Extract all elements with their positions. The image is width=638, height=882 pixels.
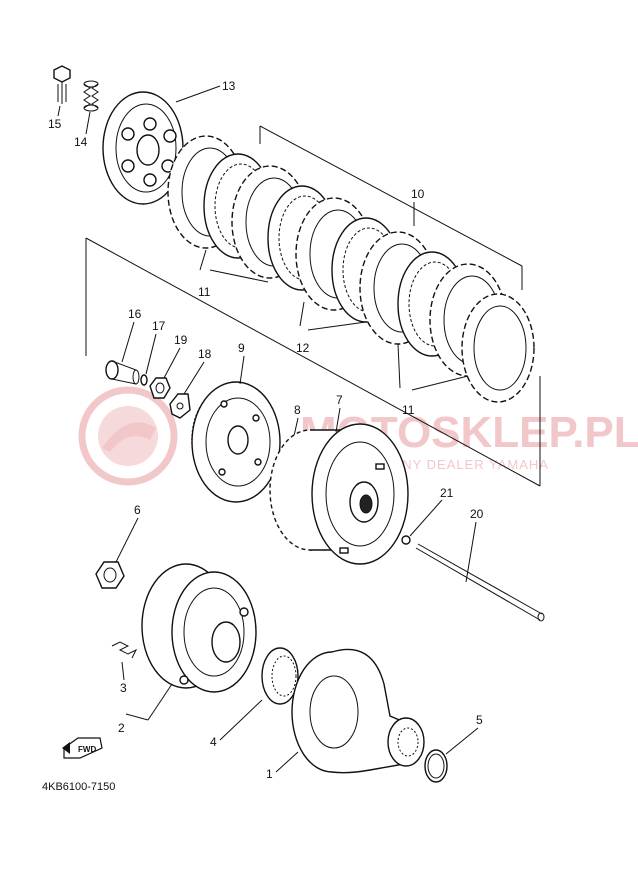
part-9-primary-driven-gear <box>191 381 281 503</box>
part-15-bolt <box>53 65 71 104</box>
fwd-label: FWD <box>78 745 96 754</box>
callout-14: 14 <box>74 135 88 149</box>
friction-plate-last <box>461 293 535 403</box>
part-21-ball <box>401 535 411 545</box>
part-6-nut <box>95 561 125 589</box>
callout-16: 16 <box>128 307 142 321</box>
callout-11-lower: 11 <box>402 403 415 417</box>
part-17-washer <box>140 374 148 386</box>
callout-1: 1 <box>266 767 273 781</box>
callout-9: 9 <box>238 341 245 355</box>
part-18-lock-washer <box>169 393 191 419</box>
bracket-11-lower <box>397 343 469 391</box>
part-16-bolt <box>105 360 140 385</box>
callout-5: 5 <box>476 713 483 727</box>
callout-7: 7 <box>336 393 343 407</box>
fwd-arrow-icon: FWD <box>62 737 103 759</box>
callout-17: 17 <box>152 319 166 333</box>
part-7-clutch-hub <box>269 423 409 565</box>
callout-8: 8 <box>294 403 301 417</box>
callout-19: 19 <box>174 333 188 347</box>
bracket-10 <box>259 125 523 290</box>
callout-20: 20 <box>470 507 484 521</box>
bracket-12 <box>299 301 367 331</box>
part-4-one-way-clutch <box>261 647 299 705</box>
part-20-push-rod <box>415 543 545 622</box>
friction-plate-stack <box>167 135 535 403</box>
watermark-logo-icon <box>78 386 178 486</box>
callout-15: 15 <box>48 117 62 131</box>
callout-2: 2 <box>118 721 125 735</box>
callout-12: 12 <box>296 341 310 355</box>
callout-3: 3 <box>120 681 127 695</box>
diagram-code: 4KB6100-7150 <box>42 781 115 793</box>
part-14-spring <box>83 80 99 112</box>
part-19-nut <box>149 377 171 399</box>
bracket-11-upper <box>199 249 269 283</box>
callout-13: 13 <box>222 79 236 93</box>
part-1-clutch-housing <box>291 648 425 774</box>
part-5-o-ring <box>424 749 448 783</box>
callout-6: 6 <box>134 503 141 517</box>
callout-11-upper: 11 <box>198 285 211 299</box>
part-2-clutch-assembly <box>141 563 257 693</box>
callout-10: 10 <box>411 187 425 201</box>
callout-18: 18 <box>198 347 212 361</box>
callout-21: 21 <box>440 486 454 500</box>
callout-4: 4 <box>210 735 217 749</box>
part-3-spring <box>111 641 138 659</box>
assembly-frame <box>85 237 541 487</box>
